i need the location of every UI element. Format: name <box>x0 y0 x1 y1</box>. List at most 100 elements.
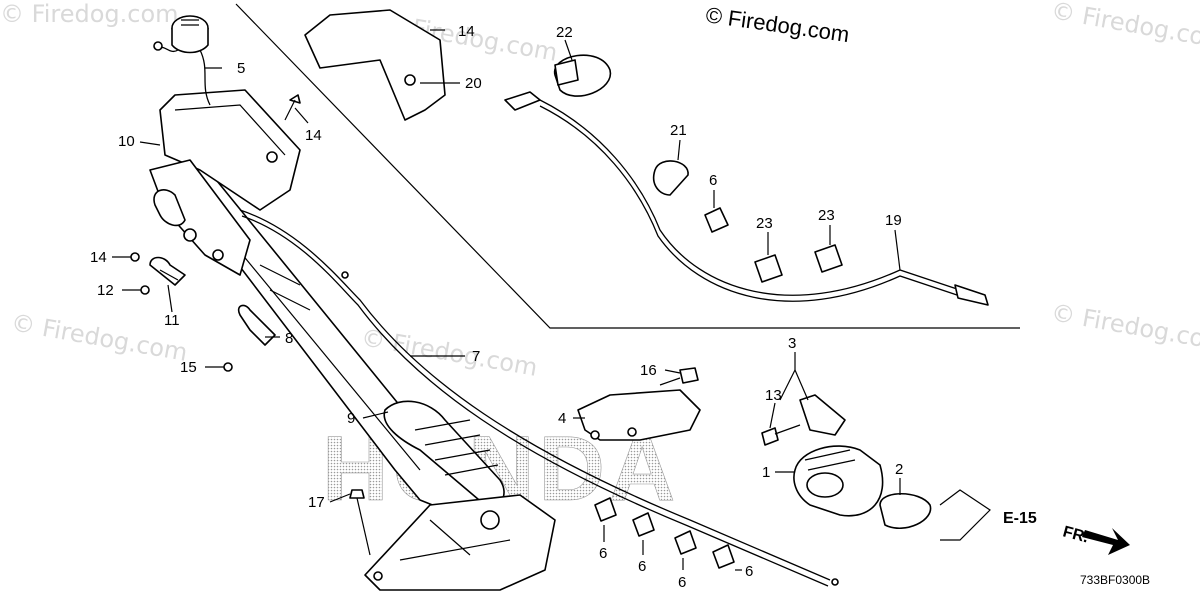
screw-14-upper <box>289 94 301 104</box>
left-small-parts <box>130 94 371 556</box>
clip-8 <box>237 304 276 346</box>
callout-14-top: 14 <box>458 23 475 40</box>
callout-17: 17 <box>308 494 325 511</box>
throttle-cable <box>239 209 831 581</box>
screw-14-shank <box>284 99 296 121</box>
throttle-housing-hole <box>212 249 224 261</box>
cable-19-outer <box>539 105 961 302</box>
callout-21: 21 <box>670 122 687 139</box>
rubber-boot-opening <box>806 472 844 498</box>
bracket-cover-hole <box>627 427 637 437</box>
callout-6-c: 6 <box>678 574 686 591</box>
cable-19-assembly <box>504 54 989 306</box>
bracket-cover-hole <box>590 430 600 440</box>
ground-terminal <box>153 41 163 51</box>
callout-15: 15 <box>180 359 197 376</box>
callout-23-left: 23 <box>756 215 773 232</box>
housing-screw-hole <box>266 151 278 163</box>
bracket-bolt-hole <box>373 571 383 581</box>
bracket-detail <box>399 519 511 561</box>
front-direction-label: FR. <box>1061 523 1090 546</box>
reference-leader <box>939 489 991 541</box>
switch-housing <box>159 89 301 211</box>
bolt-17-shank <box>356 497 371 556</box>
watermark-faint: © Firedog.com <box>9 308 190 367</box>
callout-20: 20 <box>465 75 482 92</box>
clip-6-upper <box>704 207 729 233</box>
cable-end-fitting <box>341 271 349 279</box>
watermark-faint: © Firedog.com <box>1049 298 1200 357</box>
callout-10: 10 <box>118 133 135 150</box>
callout-14-upper: 14 <box>305 127 322 144</box>
callout-6-d: 6 <box>745 563 753 580</box>
watermark-faint: © Firedog.com <box>0 0 179 28</box>
stop-switch-wire <box>199 49 211 106</box>
throttle-cable-outer <box>241 215 829 587</box>
clip-6-lower-b <box>632 512 655 537</box>
pipe-cover <box>304 9 446 121</box>
bolt-16 <box>679 367 699 384</box>
clip-11-detail <box>159 269 179 281</box>
stop-switch-body <box>171 28 209 54</box>
callout-11: 11 <box>164 312 180 329</box>
clip-11 <box>149 256 186 286</box>
bracket-hole <box>480 510 500 530</box>
rubber-boot-ribs <box>804 449 856 471</box>
callout-13: 13 <box>765 387 782 404</box>
bracket-3 <box>799 394 846 436</box>
callout-6-b: 6 <box>638 558 646 575</box>
bolt-13-shank <box>774 424 801 435</box>
stop-switch-ribs <box>181 19 199 26</box>
stop-switch <box>153 15 211 106</box>
callout-1: 1 <box>762 464 770 481</box>
hose-clamp <box>879 493 932 530</box>
watermark-faint: © Firedog.com <box>1049 0 1200 55</box>
throttle-lever <box>153 189 186 227</box>
throttle-housing-hole <box>183 228 197 242</box>
callout-5: 5 <box>237 60 245 77</box>
callout-14-left: 14 <box>90 249 107 266</box>
callout-leaders <box>112 29 901 571</box>
screw-15 <box>223 362 233 372</box>
cable-end-fitting <box>831 578 839 586</box>
callout-2: 2 <box>895 461 903 478</box>
bolt-17 <box>349 489 365 499</box>
callout-19: 19 <box>885 212 902 229</box>
clip-21 <box>652 160 689 196</box>
cable-19-end <box>504 91 541 111</box>
clip-6-lower-c <box>674 530 697 555</box>
clip-23-right <box>814 244 843 273</box>
callout-numbers: 5 10 14 14 20 22 21 6 23 23 19 14 12 11 … <box>90 23 903 591</box>
handle-assembly <box>149 89 556 591</box>
callout-6-upper: 6 <box>709 172 717 189</box>
section-boundary-line <box>235 3 1020 329</box>
housing-edge <box>174 104 286 156</box>
front-arrow-icon <box>1082 528 1130 555</box>
pipe-cover-hole <box>404 74 416 86</box>
callout-4: 4 <box>558 410 566 427</box>
clip-22-lock <box>554 59 579 86</box>
callout-3: 3 <box>788 335 796 352</box>
cable-19 <box>539 99 961 296</box>
bracket-cover <box>577 389 701 441</box>
watermark-main: © Firedog.com <box>704 2 851 47</box>
bolt-16-shank <box>659 377 681 386</box>
callout-16: 16 <box>640 362 657 379</box>
callout-12: 12 <box>97 282 114 299</box>
screw-12 <box>140 285 150 295</box>
callout-23-right: 23 <box>818 207 835 224</box>
reference-page-label: E-15 <box>1003 510 1037 527</box>
lower-right-parts <box>577 367 1130 569</box>
pipe-band <box>259 264 311 311</box>
engine-mount-bracket <box>364 494 556 591</box>
callout-7: 7 <box>472 348 480 365</box>
clip-6-lower-d <box>712 544 735 569</box>
callout-6-a: 6 <box>599 545 607 562</box>
bolt-13 <box>761 427 779 446</box>
callout-8: 8 <box>285 330 293 347</box>
grip-ribs <box>414 419 499 476</box>
diagram-code: 733BF0300B <box>1080 573 1150 587</box>
cable-19-connector <box>954 284 989 306</box>
screw-14-left <box>130 252 140 262</box>
